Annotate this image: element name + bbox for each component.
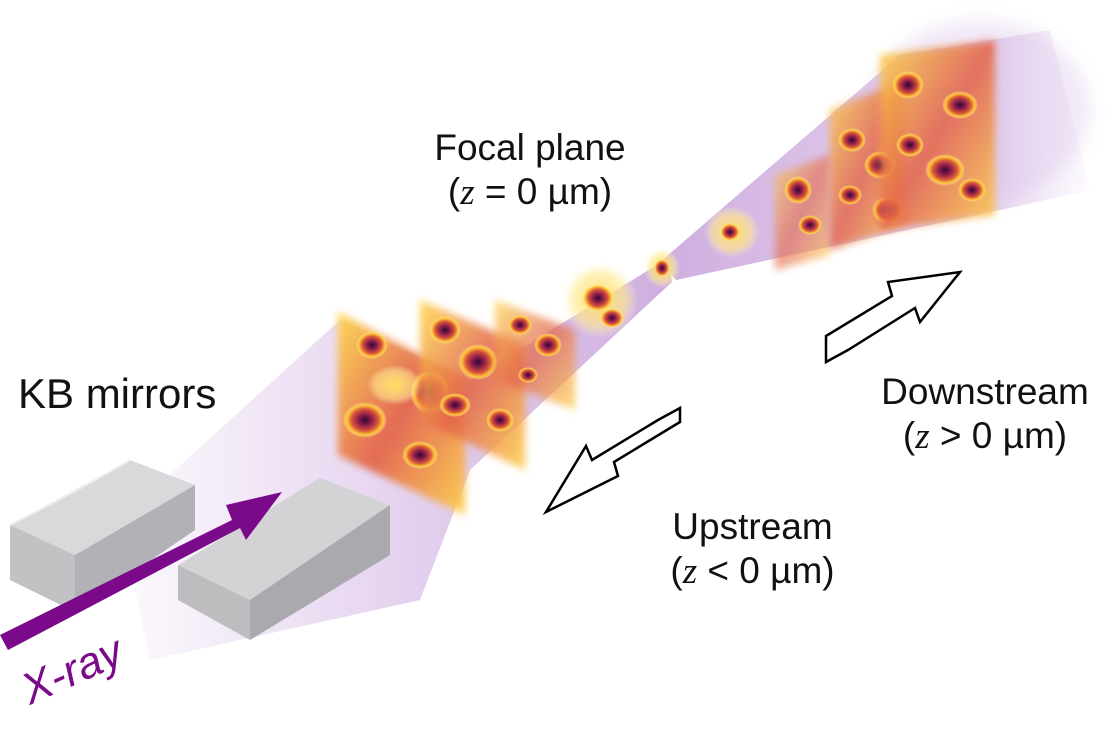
upstream-title: Upstream: [672, 506, 833, 547]
beam-profile-plane-upstream-3: [495, 300, 575, 410]
focal-plane-z: (z = 0 µm): [447, 171, 613, 213]
kb-mirror-horizontal: [178, 478, 390, 640]
downstream-z: (z > 0 µm): [902, 415, 1068, 457]
upstream-label: Upstream (z < 0 µm): [620, 505, 885, 594]
x-ray-arrow: [0, 492, 282, 650]
downstream-title: Downstream: [881, 371, 1089, 412]
upstream-z: (z < 0 µm): [670, 550, 835, 592]
kb-mirror-vertical: [9, 459, 195, 612]
beam-profile-plane-downstream-4: [880, 40, 995, 230]
downstream-arrow-icon: [824, 270, 963, 365]
downstream-label: Downstream (z > 0 µm): [850, 370, 1120, 459]
kb-mirrors-label: KB mirrors: [18, 370, 217, 417]
beam-profile-plane-downstream-1: [704, 206, 760, 258]
upstream-arrow-icon: [542, 405, 682, 516]
focal-plane-label: Focal plane (z = 0 µm): [380, 126, 680, 215]
beam-profile-plane-downstream-2: [775, 155, 830, 270]
beam-profile-plane-upstream-4: [562, 262, 638, 338]
x-ray-label: X-ray: [13, 625, 133, 714]
focal-plane-title: Focal plane: [434, 127, 626, 168]
beam-profile-focal-plane: [644, 248, 680, 288]
